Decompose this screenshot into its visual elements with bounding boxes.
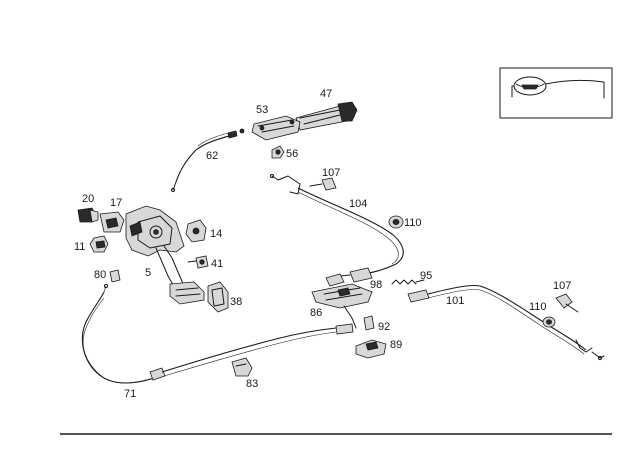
label-part-53: 53 xyxy=(256,104,268,116)
part-86-equalizer-bracket xyxy=(311,283,373,329)
label-part-38: 38 xyxy=(230,296,242,308)
label-part-62: 62 xyxy=(206,150,218,162)
part-107-bolt-lower xyxy=(555,293,579,313)
label-part-98: 98 xyxy=(370,279,382,291)
part-62-release-cable xyxy=(170,128,245,193)
part-38-pedal-pad xyxy=(207,281,229,313)
label-part-47: 47 xyxy=(320,88,332,100)
part-107-bolt-upper xyxy=(309,177,337,191)
part-89-bracket xyxy=(355,339,387,359)
part-47-release-handle xyxy=(295,101,358,131)
part-98-equalizer-cable-end xyxy=(325,273,345,287)
label-part-80: 80 xyxy=(94,269,106,281)
part-80-sleeve xyxy=(109,269,121,283)
label-part-56: 56 xyxy=(286,148,298,160)
part-17-switch xyxy=(99,211,125,233)
label-part-107-upper: 107 xyxy=(322,167,340,179)
label-part-20: 20 xyxy=(82,193,94,205)
label-part-71: 71 xyxy=(124,388,136,400)
label-part-95: 95 xyxy=(420,270,432,282)
label-part-107-lower: 107 xyxy=(553,280,571,292)
label-part-110-upper: 110 xyxy=(404,217,422,229)
part-56-nut xyxy=(271,145,285,159)
label-part-41: 41 xyxy=(211,258,223,270)
label-part-5: 5 xyxy=(145,267,151,279)
label-part-104: 104 xyxy=(349,198,367,210)
part-104-rear-cable xyxy=(269,173,404,283)
part-95-spring xyxy=(391,279,425,285)
label-part-89: 89 xyxy=(390,339,402,351)
part-101-right-rear-cable xyxy=(407,284,605,361)
label-part-83: 83 xyxy=(246,378,258,390)
part-11-clip xyxy=(89,235,109,253)
label-part-101: 101 xyxy=(446,295,464,307)
part-labels: 47 53 56 62 107 104 110 20 17 14 11 41 8… xyxy=(74,88,571,400)
part-83-cable-clip xyxy=(231,357,253,377)
part-110-bushing-upper xyxy=(388,215,404,229)
part-53-handle-bracket xyxy=(251,115,301,141)
part-92-nut xyxy=(363,315,375,331)
label-part-110-lower: 110 xyxy=(529,301,547,313)
label-part-92: 92 xyxy=(378,321,390,333)
orientation-inset xyxy=(499,67,613,119)
part-41-bolt xyxy=(187,255,209,269)
label-part-86: 86 xyxy=(310,307,322,319)
part-110-bushing-lower xyxy=(542,316,556,328)
label-part-17: 17 xyxy=(110,197,122,209)
label-part-14: 14 xyxy=(210,228,222,240)
part-20-grommet xyxy=(77,207,99,223)
label-part-11: 11 xyxy=(74,241,85,253)
part-5-pedal-assembly xyxy=(125,205,205,305)
steering-wheel-icon xyxy=(511,76,605,99)
part-14-bumper xyxy=(185,219,207,243)
part-71-front-cable xyxy=(81,283,354,384)
